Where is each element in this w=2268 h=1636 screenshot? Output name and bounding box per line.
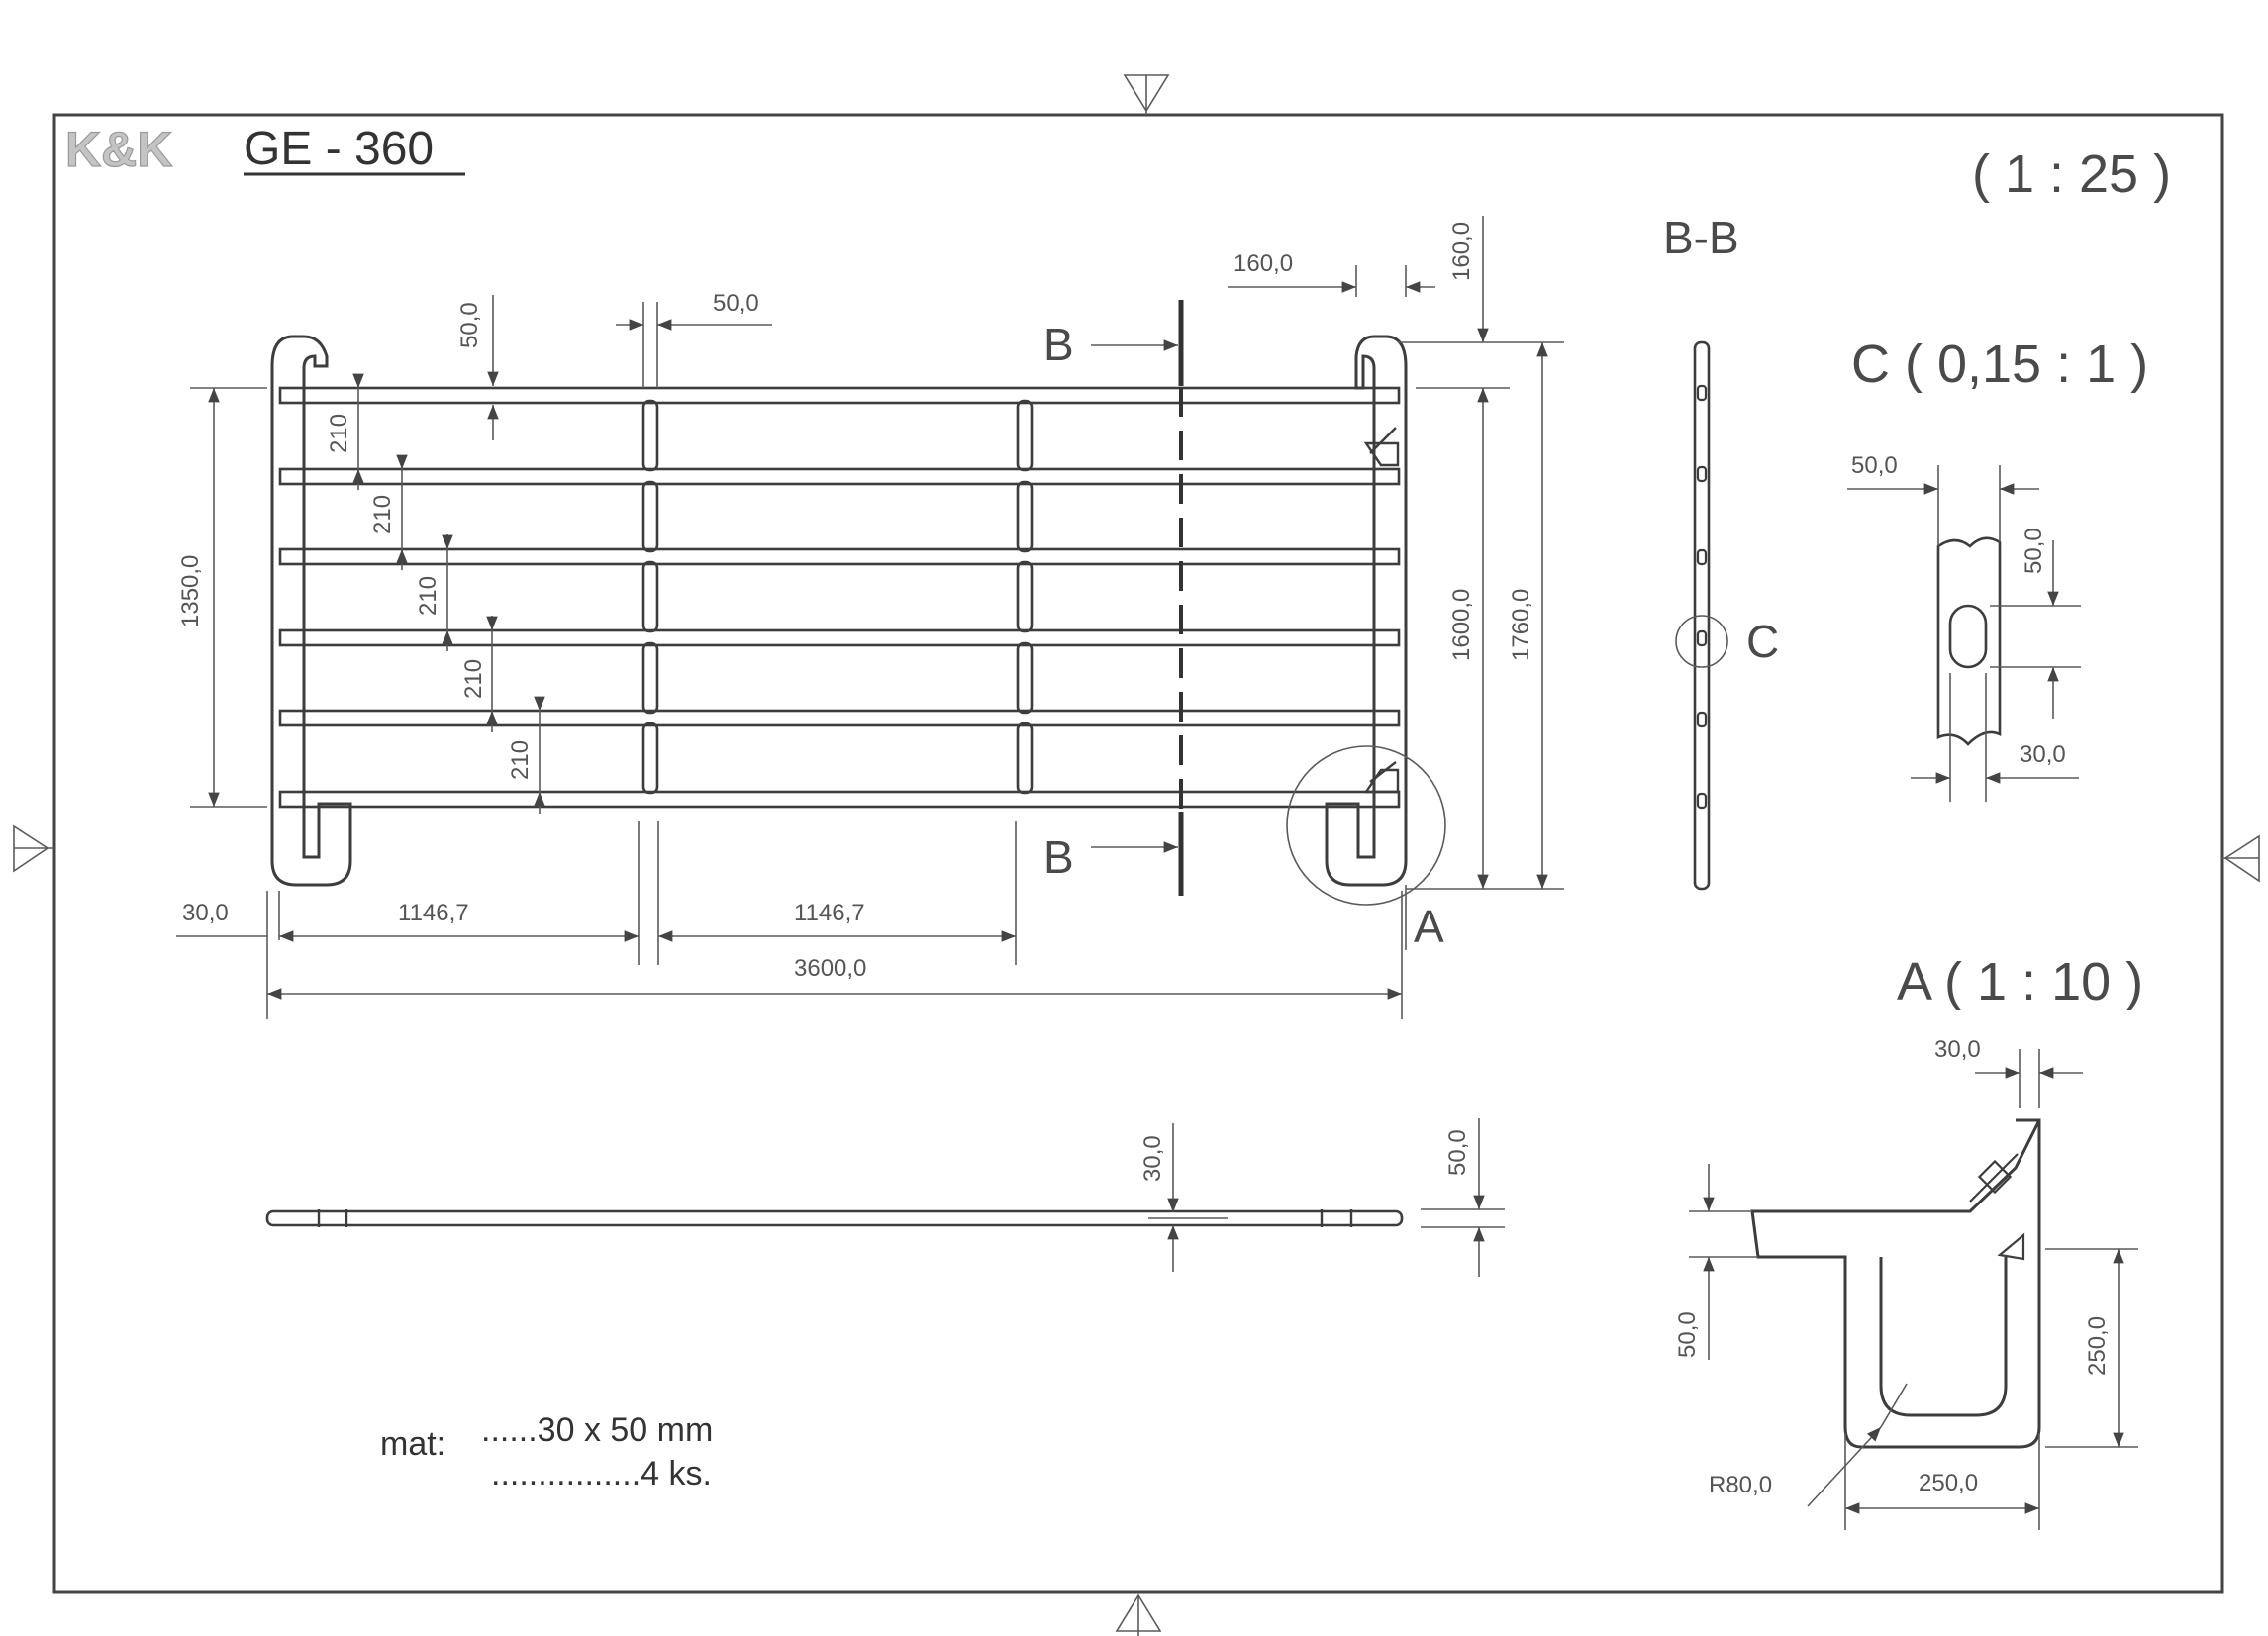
detail-c-title: C ( 0,15 : 1 ) bbox=[1851, 335, 2148, 394]
dim-rails-span: 1350,0 bbox=[177, 555, 204, 627]
dim-rail-gap-2: 210 bbox=[369, 495, 396, 534]
dim-a-bar: 50,0 bbox=[1674, 1311, 1701, 1358]
dim-top-offset: 160,0 bbox=[1233, 250, 1293, 277]
hinge-brackets bbox=[1363, 427, 1400, 794]
horizontal-rails bbox=[278, 386, 1401, 809]
rail bbox=[278, 790, 1401, 809]
section-mark-top: B bbox=[1043, 319, 1074, 370]
vertical-stays bbox=[641, 399, 1034, 795]
dim-a-height: 250,0 bbox=[2084, 1316, 2111, 1376]
dim-slot-width: 50,0 bbox=[713, 290, 759, 317]
drawing-title: GE - 360 bbox=[244, 123, 434, 175]
rail bbox=[278, 467, 1401, 486]
dim-overall-height: 1760,0 bbox=[1508, 589, 1534, 661]
dim-rail-gap-3: 210 bbox=[415, 576, 442, 616]
section-bb-view: B-B C bbox=[1663, 212, 1779, 891]
dim-rail-gap-1: 210 bbox=[326, 414, 352, 453]
detail-c-circle bbox=[1675, 615, 1728, 668]
material-note: mat: ......30 x 50 mm ................4 … bbox=[380, 1411, 713, 1492]
dim-c-width: 50,0 bbox=[1851, 452, 1898, 479]
material-line-1: ......30 x 50 mm bbox=[481, 1411, 713, 1449]
gate-front-view: B B A bbox=[270, 300, 1446, 952]
dim-c-slot-width: 30,0 bbox=[2020, 741, 2066, 768]
rail bbox=[278, 709, 1401, 727]
detail-a-title: A ( 1 : 10 ) bbox=[1897, 952, 2143, 1011]
drawing-scale: ( 1 : 25 ) bbox=[1972, 144, 2171, 204]
material-line-2: ................4 ks. bbox=[491, 1455, 712, 1492]
section-mark-bottom: B bbox=[1043, 831, 1074, 883]
dim-overall-length: 3600,0 bbox=[794, 955, 866, 982]
drawing-frame bbox=[52, 113, 2224, 1594]
dim-bay-1: 1146,7 bbox=[398, 900, 469, 926]
dim-a-width: 250,0 bbox=[1919, 1470, 1978, 1496]
brand-logo: K&K bbox=[65, 122, 172, 177]
front-view-dimensions: 30,0 1146,7 1146,7 3600,0 50,0 50,0 210 … bbox=[176, 216, 1564, 1019]
detail-c-view: C ( 0,15 : 1 ) 50,0 50,0 30,0 bbox=[1847, 335, 2148, 802]
material-label: mat: bbox=[380, 1425, 445, 1463]
dim-a-top: 30,0 bbox=[1934, 1036, 1981, 1063]
detail-a-circle bbox=[1286, 745, 1446, 906]
dim-rail-gap-5: 210 bbox=[507, 740, 534, 780]
dim-inner-height: 1600,0 bbox=[1448, 589, 1475, 661]
dim-c-slot-height: 50,0 bbox=[2021, 528, 2047, 574]
dim-bay-2: 1146,7 bbox=[794, 900, 865, 926]
dim-a-radius: R80,0 bbox=[1709, 1472, 1772, 1498]
rail bbox=[278, 386, 1401, 405]
rail bbox=[278, 628, 1401, 647]
section-bb-title: B-B bbox=[1663, 212, 1739, 263]
rail bbox=[278, 547, 1401, 566]
dim-post-width: 30,0 bbox=[182, 900, 229, 926]
dim-top-vertical: 160,0 bbox=[1448, 222, 1475, 281]
dim-tube-30: 30,0 bbox=[1139, 1135, 1166, 1182]
detail-c-mark: C bbox=[1746, 616, 1779, 667]
dim-rail-thickness: 50,0 bbox=[456, 302, 483, 348]
gate-top-view: 30,0 50,0 bbox=[265, 1118, 1505, 1277]
center-marks bbox=[13, 74, 2260, 1636]
detail-a-mark: A bbox=[1414, 901, 1444, 952]
dim-rail-gap-4: 210 bbox=[460, 659, 487, 699]
right-post bbox=[1325, 335, 1408, 887]
dim-tube-50: 50,0 bbox=[1444, 1129, 1471, 1176]
detail-a-view: A ( 1 : 10 ) 30,0 50,0 250,0 250,0 R80,0 bbox=[1674, 952, 2143, 1530]
left-post bbox=[270, 335, 352, 887]
